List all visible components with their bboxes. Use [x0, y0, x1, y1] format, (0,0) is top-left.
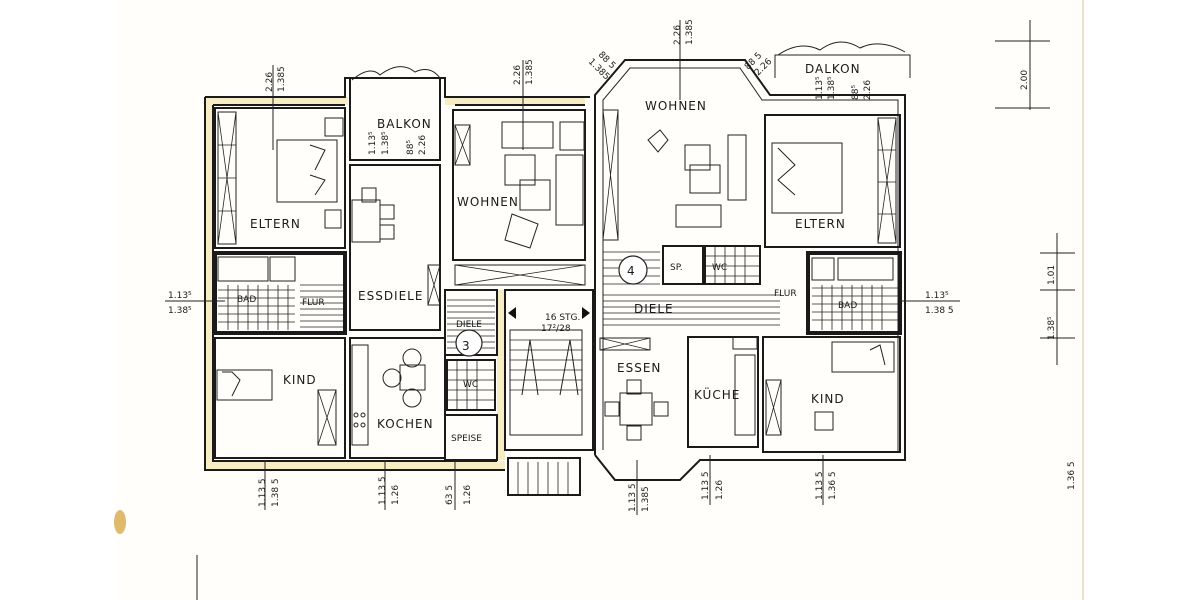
dim-side-bottom: 1.36 5: [1067, 461, 1077, 490]
room-wohnen-right: [602, 109, 747, 241]
arrow-right-icon: [582, 307, 590, 319]
room-wohnen-left: [452, 109, 586, 286]
dim-bad-right-2: 1.38 5: [925, 306, 954, 316]
label-eltern-left: ELTERN: [250, 217, 301, 231]
room-speise: [444, 414, 498, 461]
dim-kochen-2: 1.26: [391, 485, 401, 505]
dim-kind-left-2: 1.38 5: [271, 478, 281, 507]
dim-kind-left-1: 1.13 5: [258, 478, 268, 507]
label-essen: ESSEN: [617, 361, 661, 375]
dim-bad-right-1: 1.13⁵: [925, 291, 949, 301]
label-diele-left: DIELE: [456, 320, 482, 330]
dim-balkon-left-1: 1.13⁵: [368, 131, 378, 155]
room-sp-right: [662, 245, 704, 285]
label-speise: SPEISE: [451, 434, 482, 444]
label-balkon-left: BALKON: [377, 117, 432, 131]
label-diele-right: DIELE: [634, 302, 674, 316]
label-kind-right: KIND: [811, 392, 845, 406]
paper-stain: [114, 510, 126, 534]
room-diele-right: [603, 251, 780, 326]
dim-side-top: 2.00: [1020, 70, 1030, 90]
label-stair-steps: 16 STG.: [545, 313, 580, 323]
page-margin-left: [0, 0, 115, 600]
left-unit-walls: [204, 77, 590, 471]
room-essen: [599, 337, 669, 441]
label-bad-right: BAD: [838, 301, 857, 311]
dim-kochen-1: 1.13 5: [378, 476, 388, 505]
dim-side-mid-upper: 1.01: [1047, 265, 1057, 285]
dim-wohnen-left-1: 2.26: [513, 65, 523, 85]
room-eltern-right: [764, 114, 901, 248]
stairwell: [504, 289, 594, 496]
dim-kind-right-1: 1.13 5: [815, 471, 825, 500]
room-wc-right: [704, 245, 761, 285]
page-margin-right: [1085, 0, 1200, 600]
dim-kueche-1: 1.13 5: [701, 471, 711, 500]
room-wc-left: [446, 359, 496, 411]
dim-essen-1: 1.13 5: [628, 483, 638, 512]
dim-balkon-left-2: 1.38⁵: [381, 131, 391, 155]
dim-eltern-left-1: 2.26: [265, 72, 275, 92]
dim-balkon-right-4: 2.26: [863, 80, 873, 100]
room-kueche: [687, 336, 759, 448]
dim-eltern-left-2: 1.385: [277, 66, 287, 92]
room-diele-left: [444, 289, 498, 357]
label-kochen: KOCHEN: [377, 417, 434, 431]
room-kochen: [349, 337, 446, 459]
dim-kind-right-2: 1.36 5: [828, 471, 838, 500]
dim-wohnen-right-top-2: 1.385: [685, 19, 695, 45]
arrow-left-icon: [508, 307, 516, 319]
dim-kueche-2: 1.26: [715, 480, 725, 500]
dim-speise-1: 63 5: [445, 485, 455, 505]
room-essdiele: [349, 164, 441, 331]
label-sp: SP.: [670, 263, 683, 273]
label-flur-left: FLUR: [302, 298, 325, 308]
dim-essen-2: 1.385: [641, 486, 651, 512]
label-essdiele: ESSDIELE: [358, 289, 423, 303]
dim-balkon-right-1: 1.13⁵: [815, 76, 825, 100]
room-bad-right: [806, 251, 902, 335]
label-bad-left: BAD: [237, 295, 256, 305]
room-kind-left: [214, 337, 346, 459]
unit-number-4: 4: [627, 264, 636, 278]
unit-number-3: 3: [462, 339, 471, 353]
dim-bad-left-2: 1.38⁵: [168, 306, 192, 316]
dim-balkon-right-2: 1.38⁵: [827, 76, 837, 100]
dim-side-mid-lower: 1.38⁵: [1047, 316, 1057, 340]
dim-wohnen-left-2: 1.385: [525, 59, 535, 85]
dim-balkon-right-3: 88⁵: [851, 85, 861, 100]
dimension-lines: [165, 20, 1075, 515]
dim-balkon-left-4: 2.26: [418, 135, 428, 155]
label-wc-right: WC: [712, 263, 727, 273]
dim-speise-2: 1.26: [463, 485, 473, 505]
dim-balkon-left-3: 88⁵: [406, 140, 416, 155]
room-bad-left: [213, 251, 347, 335]
dim-wohnen-right-top-1: 2.26: [673, 25, 683, 45]
dim-bad-left-1: 1.13⁵: [168, 291, 192, 301]
label-flur-right: FLUR: [774, 289, 797, 299]
right-unit-walls: [594, 41, 911, 481]
label-stair-ratio: 17²/28: [541, 324, 571, 334]
balkon-left: [349, 66, 441, 161]
label-kueche: KÜCHE: [694, 386, 740, 402]
room-kind-right: [762, 336, 901, 453]
room-eltern-left: [214, 107, 346, 249]
label-wohnen-left: WOHNEN: [457, 195, 519, 209]
label-wohnen-right: WOHNEN: [645, 99, 707, 113]
label-wc-left: WC: [463, 380, 478, 390]
label-balkon-right: DALKON: [805, 62, 861, 76]
label-kind-left: KIND: [283, 373, 317, 387]
label-eltern-right: ELTERN: [795, 217, 846, 231]
